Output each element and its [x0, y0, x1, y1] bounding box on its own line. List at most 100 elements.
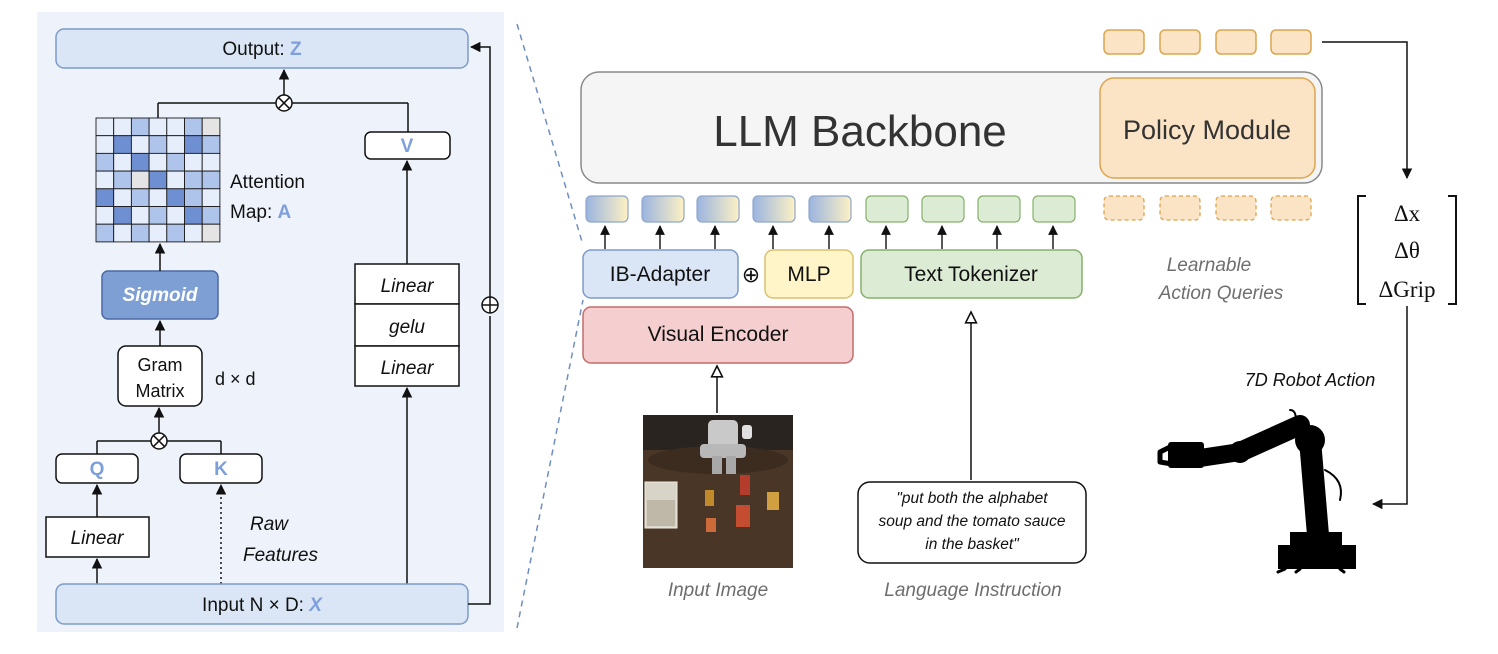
language-caption: Language Instruction — [884, 580, 1061, 601]
action-delta-theta: Δθ — [1394, 238, 1420, 263]
text-token — [921, 195, 965, 223]
action-query-token — [1215, 195, 1257, 221]
attention-cell — [95, 152, 115, 172]
attention-cell — [201, 152, 221, 172]
mlp-label: MLP — [787, 263, 830, 286]
mlp-box — [764, 249, 854, 299]
attention-cell — [130, 135, 150, 154]
attention-cell — [201, 135, 221, 154]
oplus-symbol: ⊕ — [742, 262, 760, 287]
attention-cell — [184, 170, 203, 190]
attention-cell — [166, 223, 185, 243]
output-label: Output: Z — [222, 39, 302, 60]
attention-cell — [130, 188, 150, 207]
mlp-linear-bottom-box — [354, 345, 460, 387]
attention-cell — [166, 117, 185, 137]
learnable-label-line2: Action Queries — [1158, 283, 1284, 304]
visual-token — [696, 195, 740, 223]
q-label: Q — [90, 459, 105, 480]
attention-cell — [166, 135, 185, 154]
sigmoid-label: Sigmoid — [123, 285, 198, 306]
attention-cell — [184, 135, 203, 154]
visual-encoder-label: Visual Encoder — [648, 323, 789, 346]
attention-cell — [113, 188, 132, 207]
attention-cell — [113, 117, 132, 137]
attention-cell — [113, 135, 132, 154]
action-delta-x: Δx — [1394, 201, 1421, 226]
k-label: K — [214, 459, 228, 480]
attention-cell — [184, 117, 203, 137]
attention-map-grid — [95, 117, 221, 243]
instruction-box — [857, 481, 1087, 564]
attention-label-line2: Map: A — [230, 202, 292, 223]
dim-label: d × d — [215, 369, 256, 389]
instruction-line2: soup and the tomato sauce — [879, 513, 1066, 530]
gram-label-line2: Matrix — [136, 381, 185, 401]
attention-cell — [184, 188, 203, 207]
attention-cell — [95, 223, 115, 243]
k-box — [179, 453, 263, 484]
robot-arm-icon — [1157, 409, 1356, 574]
attention-cell — [166, 170, 185, 190]
attention-cell — [95, 135, 115, 154]
visual-token — [641, 195, 685, 223]
input-symbol: X — [308, 595, 323, 616]
text-tokenizer-box — [860, 249, 1083, 299]
v-label: V — [401, 136, 414, 157]
output-box — [55, 28, 469, 69]
q-box — [55, 453, 139, 484]
visual-token — [585, 195, 629, 223]
attention-cell — [201, 223, 221, 243]
attention-cell — [201, 170, 221, 190]
learnable-label-line1: Learnable — [1167, 255, 1252, 276]
attention-cell — [166, 152, 185, 172]
input-image-caption: Input Image — [668, 580, 768, 601]
input-image — [643, 415, 793, 568]
policy-module-label: Policy Module — [1123, 115, 1291, 145]
visual-token — [808, 195, 852, 223]
attention-cell — [184, 223, 203, 243]
v-box — [364, 131, 451, 160]
attention-cell — [113, 170, 132, 190]
output-symbol: Z — [290, 39, 302, 60]
attention-cell — [148, 170, 168, 190]
input-label: Input N × D: X — [202, 595, 323, 616]
attention-cell — [166, 206, 185, 225]
action-query-token-top-3 — [1215, 29, 1257, 55]
attention-cell — [148, 135, 168, 154]
attention-symbol: A — [278, 202, 292, 223]
attention-cell — [201, 206, 221, 225]
raw-label-line1: Raw — [250, 514, 289, 535]
gram-label-line1: Gram — [138, 355, 183, 375]
attention-cell — [95, 117, 115, 137]
attention-cell — [148, 223, 168, 243]
text-tokenizer-label: Text Tokenizer — [904, 263, 1038, 286]
instruction-line3: in the basket" — [925, 536, 1020, 553]
llm-backbone-label: LLM Backbone — [713, 107, 1007, 156]
robot-action-label: 7D Robot Action — [1245, 370, 1375, 390]
attention-cell — [148, 188, 168, 207]
attention-label-line1: Attention — [230, 172, 305, 193]
attention-cell — [113, 152, 132, 172]
visual-encoder-box — [582, 306, 854, 364]
attention-cell — [130, 170, 150, 190]
attention-cell — [95, 206, 115, 225]
action-query-token-top-1 — [1103, 29, 1145, 55]
text-token — [1032, 195, 1076, 223]
attention-cell — [113, 206, 132, 225]
ib-adapter-label: IB-Adapter — [610, 263, 710, 286]
linear-box — [45, 516, 150, 558]
attention-cell — [130, 206, 150, 225]
visual-token — [752, 195, 796, 223]
zoom-line-bottom — [516, 299, 584, 629]
raw-label-line2: Features — [243, 545, 318, 566]
action-delta-grip: ΔGrip — [1379, 277, 1436, 302]
mlp-linear-top-label: Linear — [381, 276, 434, 297]
attention-cell — [148, 117, 168, 137]
action-query-token-top-2 — [1159, 29, 1201, 55]
action-query-token — [1103, 195, 1145, 221]
zoom-line-top — [516, 23, 584, 246]
attention-cell — [201, 188, 221, 207]
action-query-token-top-4 — [1270, 29, 1312, 55]
